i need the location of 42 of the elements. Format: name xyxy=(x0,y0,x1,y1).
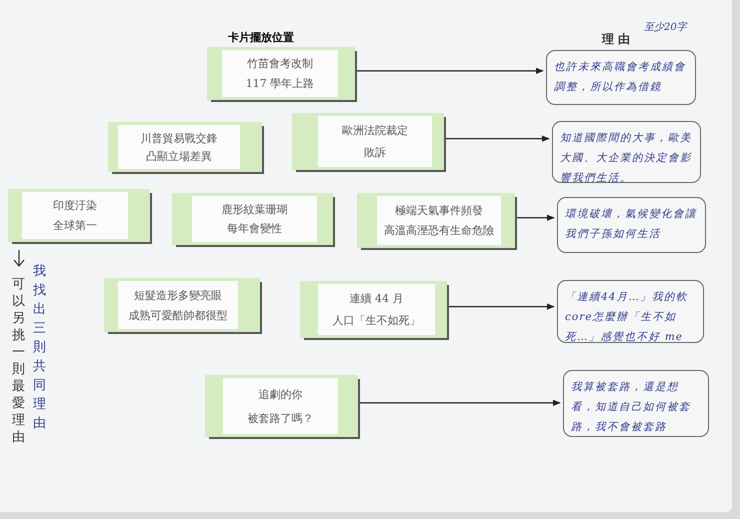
handwritten-note: 可以另挑一則最愛理由 xyxy=(12,276,26,446)
card-text: 連續 44 月 xyxy=(350,291,404,306)
note: 至少20字 xyxy=(644,20,687,34)
arrow xyxy=(517,214,555,221)
card-text: 117 學年上路 xyxy=(246,76,314,91)
card-text: 印度汙染 xyxy=(53,198,97,214)
card-text: 全球第一 xyxy=(53,218,97,233)
arrow xyxy=(449,304,555,310)
card xyxy=(205,375,358,437)
card xyxy=(8,189,150,242)
reason-box: 知道國際間的大事，歐美大國、大企業的決定會影響我們生活。 xyxy=(552,121,701,183)
card xyxy=(104,278,260,332)
card-text: 鹿形紋葉珊瑚 xyxy=(222,202,288,217)
card xyxy=(108,122,262,172)
card xyxy=(300,281,447,338)
card-text: 追劇的你 xyxy=(258,386,302,402)
card-text: 川普貿易戰交鋒 xyxy=(140,130,218,146)
handwritten-note: 我找出三則共同理由 xyxy=(33,263,47,433)
card-text: 被套路了嗎？ xyxy=(248,410,314,426)
card-text: 極端天氣事件頻發 xyxy=(395,202,483,218)
reason-box: 「連續44月…」我的軟core怎麼辦「生不如死…」感覺也不好 me xyxy=(557,280,704,343)
reason-box: 我算被套路，還是想看，知道自己如何被套路，我不會被套路 xyxy=(563,370,709,437)
card-text: 竹苗會考改制 xyxy=(247,56,313,72)
card xyxy=(172,193,333,245)
card xyxy=(292,113,444,170)
arrow xyxy=(360,400,561,406)
card-text: 成熟可愛酷帥都很型 xyxy=(128,308,228,322)
heading: 理 由 xyxy=(602,31,630,48)
card-text: 人口「生不如死」 xyxy=(332,312,420,328)
card xyxy=(357,193,515,248)
reason-box: 環境破壞，氣候變化會讓我們子孫如何生活 xyxy=(557,197,706,253)
card-text: 敗訴 xyxy=(364,144,386,160)
card-text: 高溫高溼恐有生命危險 xyxy=(384,223,494,238)
card-text: 凸顯立場差異 xyxy=(146,148,212,164)
card-text: 每年會變性 xyxy=(227,221,282,236)
card-text: 短髮造形多變亮眼 xyxy=(134,288,222,302)
card xyxy=(207,47,355,100)
title: 卡片擺放位置 xyxy=(228,30,294,45)
reason-box: 也許未來高職會考成績會調整，所以作為借鏡 xyxy=(546,50,696,105)
card-text: 歐洲法院裁定 xyxy=(342,123,408,138)
arrow xyxy=(357,68,544,74)
arrow xyxy=(446,136,550,142)
